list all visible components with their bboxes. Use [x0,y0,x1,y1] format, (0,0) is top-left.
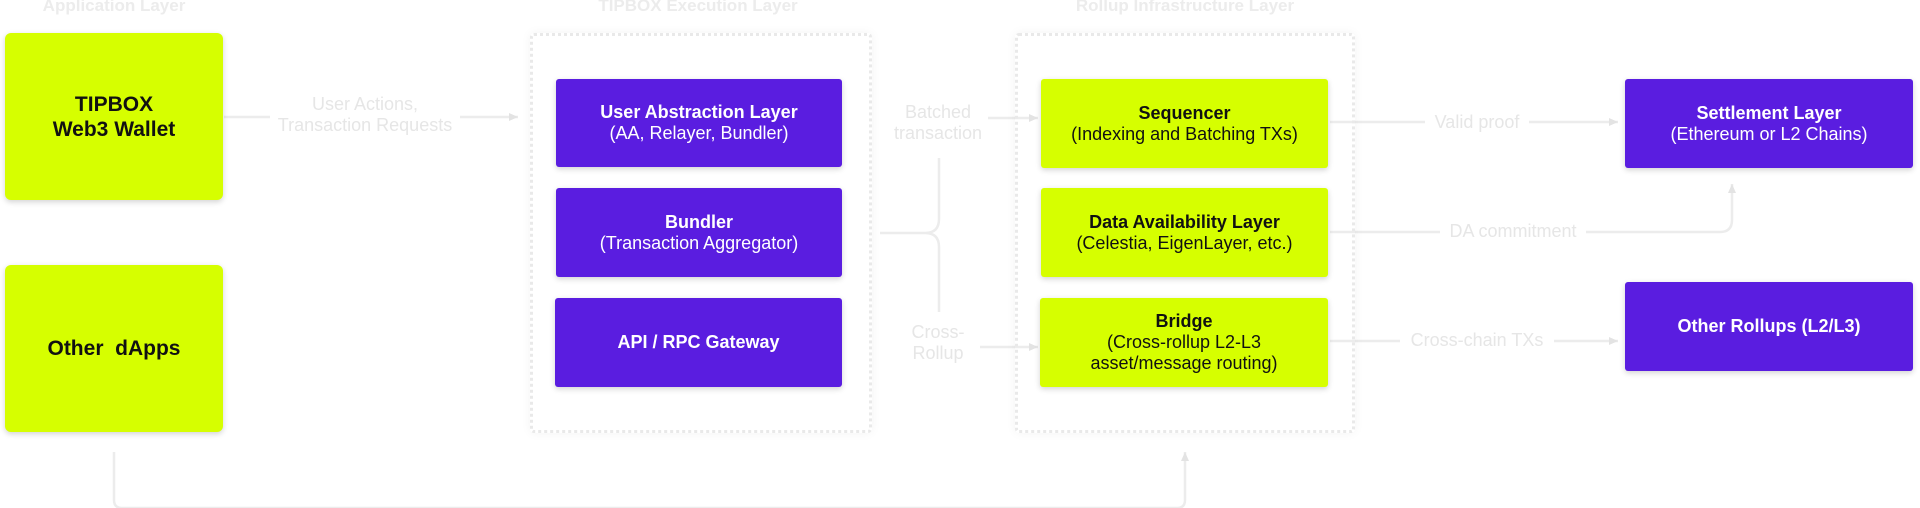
edge-da-to-settlement [1330,184,1736,234]
rollup-layer-group [1015,33,1355,433]
edge-label-valid-proof: Valid proof [1425,112,1529,133]
sequencer-sub: (Indexing and Batching TXs) [1071,123,1298,144]
edge-dapps-to-rollup [112,452,1189,508]
api-gateway-title: API / RPC Gateway [617,332,780,352]
cross-rollup-line2: Rollup [912,343,964,363]
bundler-title: Bundler [664,211,733,232]
batched-line2: transaction [893,123,983,143]
tipbox-wallet-line1: TIPBOX [74,92,154,116]
user-abstraction-title: User Abstraction Layer [600,102,798,122]
batched-line1: Batched [904,102,972,122]
bundler-node: Bundler (Transaction Aggregator) [556,188,842,277]
user-actions-line1: User Actions, [311,94,419,114]
user-abstraction-node: User Abstraction Layer (AA, Relayer, Bun… [556,79,842,167]
application-layer-title: Application Layer [42,0,186,15]
sequencer-title: Sequencer [1138,102,1231,123]
user-actions-line2: Transaction Requests [277,115,453,135]
settlement-layer-node: Settlement Layer (Ethereum or L2 Chains) [1625,79,1913,168]
other-dapps-label: Other dApps [47,337,181,360]
edge-execution-brace [880,158,941,312]
execution-layer-group [530,33,872,433]
bridge-node: Bridge (Cross-rollup L2-L3 asset/message… [1040,298,1328,387]
bridge-sub-line1: (Cross-rollup L2-L3 [1106,332,1262,352]
api-gateway-node: API / RPC Gateway [555,298,842,387]
bridge-title: Bridge [1155,311,1213,331]
data-availability-sub: (Celestia, EigenLayer, etc.) [1076,232,1293,253]
edge-label-cross-rollup: Cross- Rollup [898,322,978,364]
sequencer-node: Sequencer (Indexing and Batching TXs) [1041,79,1328,168]
rollup-layer-title: Rollup Infrastructure Layer [1075,0,1295,15]
edge-label-user-actions: User Actions, Transaction Requests [270,94,460,136]
tipbox-wallet-line2: Web3 Wallet [52,117,176,141]
data-availability-node: Data Availability Layer (Celestia, Eigen… [1041,188,1328,277]
edge-label-cross-chain: Cross-chain TXs [1400,330,1554,351]
user-abstraction-sub: (AA, Relayer, Bundler) [609,123,789,143]
execution-layer-title: TIPBOX Execution Layer [598,0,798,15]
settlement-title: Settlement Layer [1696,102,1842,123]
bridge-sub-line2: asset/message routing) [1090,353,1278,373]
settlement-sub: (Ethereum or L2 Chains) [1670,123,1868,144]
other-rollups-node: Other Rollups (L2/L3) [1625,282,1913,371]
edge-label-batched: Batched transaction [888,102,988,144]
cross-rollup-line1: Cross- [911,322,965,342]
tipbox-wallet-node: TIPBOX Web3 Wallet [5,33,223,200]
bundler-sub: (Transaction Aggregator) [599,232,799,253]
data-availability-title: Data Availability Layer [1089,211,1280,232]
edge-label-da-commitment: DA commitment [1440,221,1586,242]
other-rollups-title: Other Rollups (L2/L3) [1677,316,1861,336]
other-dapps-node: Other dApps [5,265,223,432]
